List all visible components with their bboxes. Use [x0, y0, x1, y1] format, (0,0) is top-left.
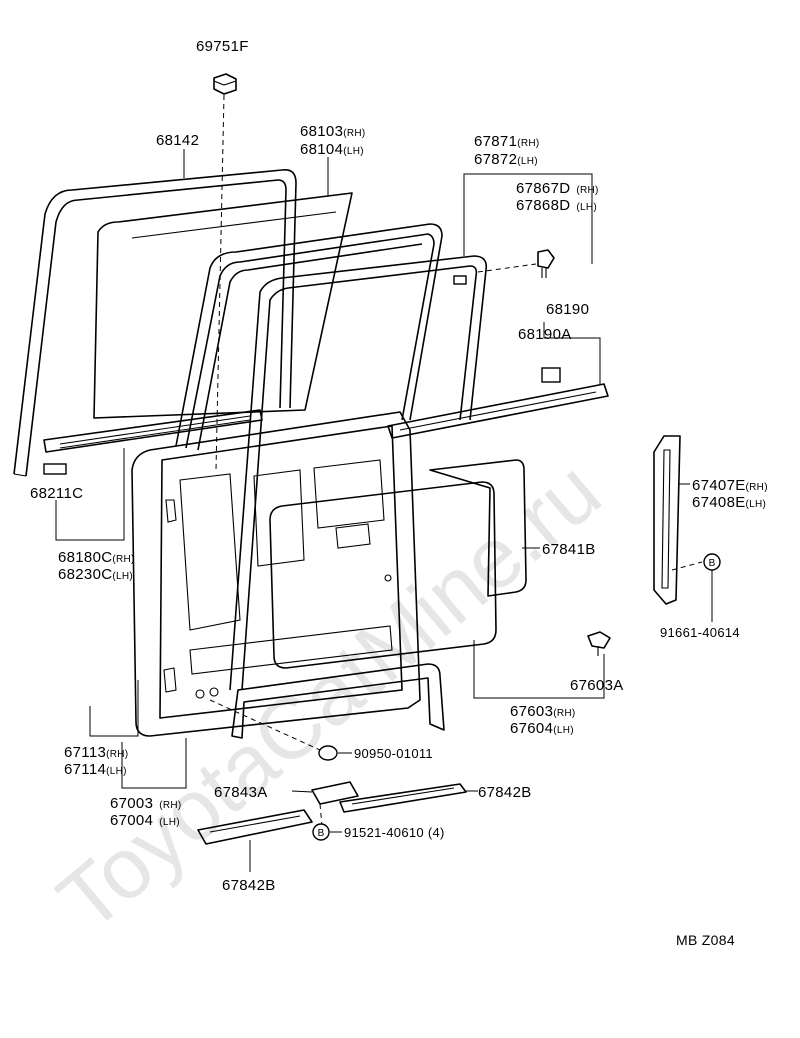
label-67114: 67114(LH) [64, 761, 127, 778]
part-number: 67871 [474, 133, 517, 150]
label-67842B-right: 67842B [478, 784, 532, 801]
label-67603A: 67603A [570, 677, 624, 694]
part-number: 68103 [300, 123, 343, 140]
diagram-code: MB Z084 [676, 932, 735, 948]
label-68142: 68142 [156, 132, 199, 149]
label-67004: 67004 (LH) [110, 812, 180, 829]
side-rh: (RH) [746, 482, 768, 493]
weatherstrip-67871-drawing [229, 173, 593, 691]
watermark: ToyotaCatMine.ru [41, 443, 619, 950]
label-68180C: 68180C(RH) [58, 549, 135, 566]
cap-90950-drawing [209, 699, 352, 761]
label-67842B-bottom: 67842B [222, 877, 276, 894]
label-67843A: 67843A [214, 784, 268, 801]
part-number: 67114 [64, 761, 106, 778]
marker-label: B [709, 558, 716, 569]
label-68103: 68103(RH) [300, 123, 366, 140]
label-67867D: 67867D (RH) [516, 180, 599, 197]
side-lh: (LH) [112, 571, 133, 582]
side-rh: (RH) [517, 138, 539, 149]
label-68190: 68190 [546, 301, 589, 318]
side-lh: (LH) [553, 725, 574, 736]
label-67604: 67604(LH) [510, 720, 574, 737]
side-lh: (LH) [517, 156, 538, 167]
part-number: 67868D [516, 197, 570, 214]
label-67871: 67871(RH) [474, 133, 540, 150]
clip-67603A-drawing [587, 631, 611, 656]
label-91521-40610: 91521-40610 (4) [344, 825, 445, 840]
door-shell-67003-drawing [89, 411, 421, 789]
part-number: 67867D [516, 180, 570, 197]
label-67003: 67003 (RH) [110, 795, 182, 812]
trim-board-67841B-drawing [269, 459, 540, 669]
side-lh: (LH) [746, 499, 767, 510]
scuff-plate-67842B-right-drawing [339, 783, 478, 813]
part-number: 67603 [510, 703, 553, 720]
part-number: 68104 [300, 141, 343, 158]
side-lh: (LH) [159, 817, 180, 828]
label-67868D: 67868D (LH) [516, 197, 597, 214]
door-frame-weatherstrip-drawing [175, 223, 443, 451]
side-rh: (RH) [553, 708, 575, 719]
side-rh: (RH) [112, 554, 134, 565]
plate-67843A-drawing [291, 781, 359, 827]
label-91661-40614: 91661-40614 [660, 625, 740, 640]
marker-b-91521: B [312, 823, 330, 841]
label-67407E: 67407E(RH) [692, 477, 768, 494]
label-67603: 67603(RH) [510, 703, 576, 720]
part-number: 67872 [474, 151, 517, 168]
side-lh: (LH) [576, 202, 597, 213]
label-67872: 67872(LH) [474, 151, 538, 168]
side-rh: (RH) [343, 128, 365, 139]
marker-b-91661: B [703, 553, 721, 571]
door-glass-68103-drawing [93, 157, 353, 419]
rail-68190-drawing [387, 322, 609, 439]
part-number: 67004 [110, 812, 153, 829]
clip-67867D-drawing [537, 249, 555, 278]
marker-circle [703, 553, 721, 571]
side-rh: (RH) [159, 800, 181, 811]
marker-label: B [318, 828, 325, 839]
part-number: 67407E [692, 477, 746, 494]
label-69751F: 69751F [196, 38, 249, 55]
side-rh: (RH) [576, 185, 598, 196]
part-number: 67113 [64, 744, 106, 761]
part-number: 67604 [510, 720, 553, 737]
label-68230C: 68230C(LH) [58, 566, 133, 583]
part-number: 67003 [110, 795, 153, 812]
side-lh: (LH) [106, 766, 127, 777]
parts-drawing [13, 73, 713, 872]
label-68104: 68104(LH) [300, 141, 364, 158]
garnish-67407E-drawing [653, 435, 713, 622]
side-rh: (RH) [106, 749, 128, 760]
clip-69751F-drawing [213, 73, 237, 471]
side-lh: (LH) [343, 146, 364, 157]
marker-circle [312, 823, 330, 841]
label-90950-01011: 90950-01011 [354, 746, 433, 761]
run-channel-68142-drawing [13, 149, 297, 477]
part-number: 68230C [58, 566, 112, 583]
label-68211C: 68211C [30, 485, 83, 502]
label-68190A: 68190A [518, 326, 572, 343]
label-67408E: 67408E(LH) [692, 494, 766, 511]
label-67841B: 67841B [542, 541, 596, 558]
scuff-plate-67842B-bottom-drawing [197, 809, 313, 872]
label-67113: 67113(RH) [64, 744, 128, 761]
part-number: 68180C [58, 549, 112, 566]
part-number: 67408E [692, 494, 746, 511]
belt-moulding-68180C-drawing [43, 409, 263, 541]
trim-67603-drawing [231, 640, 605, 739]
